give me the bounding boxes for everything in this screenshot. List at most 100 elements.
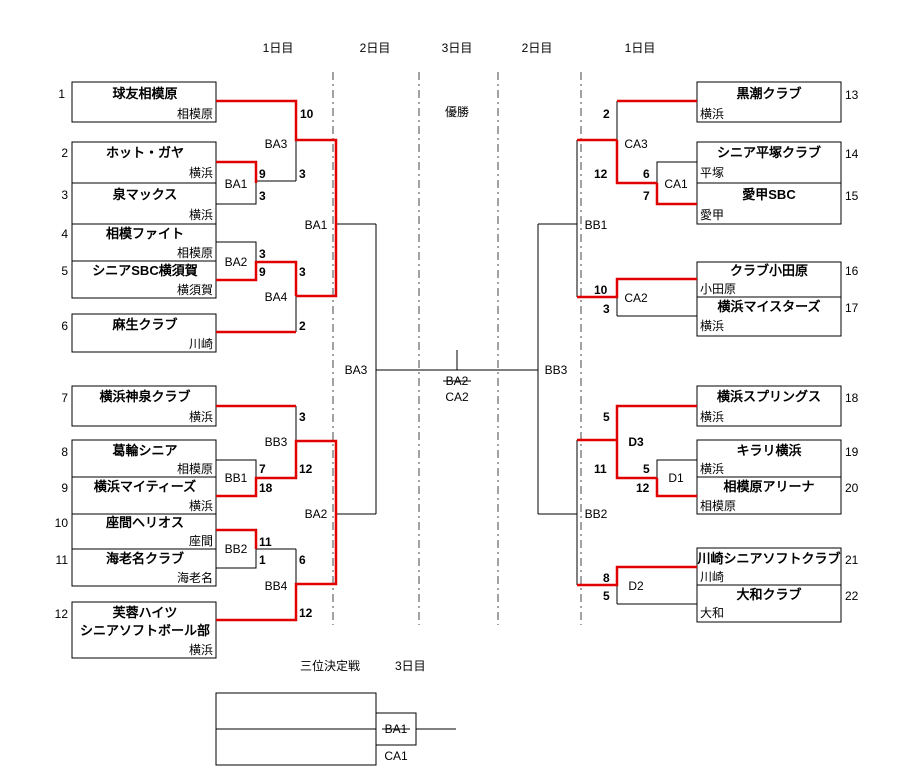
match-label-bb1-semi: BB1 bbox=[585, 218, 608, 232]
match-label-d1: D1 bbox=[668, 471, 684, 485]
score: 10 bbox=[594, 283, 608, 297]
team-loc-19: 横浜 bbox=[700, 462, 724, 476]
match-label-bb4: BB4 bbox=[265, 579, 288, 593]
seed-12: 12 bbox=[55, 607, 69, 621]
winner-path bbox=[216, 99, 338, 298]
seed-16: 16 bbox=[845, 264, 859, 278]
team-name-10: 座間ヘリオス bbox=[105, 515, 184, 530]
team-loc-20: 相模原 bbox=[700, 499, 736, 513]
score: 6 bbox=[643, 167, 650, 181]
team-name-11: 海老名クラブ bbox=[106, 551, 184, 566]
header-day3: 3日目 bbox=[442, 41, 473, 55]
seed-2: 2 bbox=[61, 146, 68, 160]
match-label-ba2-semi: BA2 bbox=[305, 507, 328, 521]
left-match-labels: BA3 BA1 BA2 BA4 BA1 BA3 BB3 BB1 BA2 BB2 … bbox=[225, 137, 368, 593]
seed-1: 1 bbox=[58, 87, 65, 101]
score: 18 bbox=[259, 481, 273, 495]
team-name-4: 相模ファイト bbox=[106, 226, 184, 241]
score: 5 bbox=[603, 410, 610, 424]
score: 2 bbox=[603, 107, 610, 121]
left-scores: 10 9 3 3 3 9 3 2 3 7 12 18 11 1 6 12 bbox=[259, 107, 314, 620]
seed-15: 15 bbox=[845, 189, 859, 203]
right-winner-paths bbox=[577, 99, 697, 587]
score: 5 bbox=[643, 462, 650, 476]
match-label-ca1: CA1 bbox=[664, 177, 688, 191]
match-label-ba2: BA2 bbox=[225, 255, 248, 269]
score: 1 bbox=[259, 553, 266, 567]
right-team-boxes bbox=[696, 81, 842, 623]
team-name-17: 横浜マイスターズ bbox=[718, 299, 821, 314]
team-loc-14: 平塚 bbox=[700, 166, 724, 180]
team-name-6: 麻生クラブ bbox=[111, 317, 177, 332]
team-name-9: 横浜マイティーズ bbox=[94, 479, 196, 494]
third-place-day: 3日目 bbox=[395, 659, 426, 673]
match-label-ba1: BA1 bbox=[225, 177, 248, 191]
team-loc-4: 相模原 bbox=[177, 246, 213, 260]
seed-14: 14 bbox=[845, 147, 859, 161]
winner-path bbox=[216, 260, 298, 296]
seed-17: 17 bbox=[845, 301, 859, 315]
team-name-16: クラブ小田原 bbox=[730, 263, 808, 278]
score: 3 bbox=[299, 265, 306, 279]
score: 9 bbox=[259, 265, 266, 279]
team-loc-12: 横浜 bbox=[189, 643, 213, 657]
winner-path bbox=[216, 160, 258, 183]
winner-path bbox=[216, 439, 338, 622]
seed-21: 21 bbox=[845, 553, 859, 567]
match-label-ba3-final: BA3 bbox=[345, 363, 368, 377]
team-loc-16: 小田原 bbox=[700, 282, 736, 296]
team-loc-15: 愛甲 bbox=[700, 208, 724, 222]
winner-path bbox=[655, 478, 697, 498]
score: 7 bbox=[643, 189, 650, 203]
team-name-19: キラリ横浜 bbox=[736, 443, 801, 458]
score: 3 bbox=[259, 247, 266, 261]
seed-5: 5 bbox=[61, 264, 68, 278]
team-name-14: シニア平塚クラブ bbox=[717, 145, 821, 160]
score: 6 bbox=[299, 553, 306, 567]
match-label-bb2-semi: BB2 bbox=[585, 507, 608, 521]
seed-22: 22 bbox=[845, 589, 859, 603]
score: 5 bbox=[603, 589, 610, 603]
third-place-area: 三位決定戦 3日目 BA1 CA1 bbox=[215, 658, 456, 766]
score: 11 bbox=[594, 462, 607, 476]
match-label-d2: D2 bbox=[628, 579, 644, 593]
team-name-5: シニアSBC横須賀 bbox=[92, 263, 197, 278]
winner-path bbox=[655, 183, 697, 206]
team-name-22: 大和クラブ bbox=[736, 587, 801, 602]
score: 3 bbox=[299, 410, 306, 424]
seed-11: 11 bbox=[56, 553, 69, 567]
team-loc-1: 相模原 bbox=[177, 107, 213, 121]
match-label-bb3: BB3 bbox=[265, 435, 288, 449]
team-loc-6: 川崎 bbox=[189, 337, 213, 351]
left-team-boxes bbox=[71, 81, 217, 659]
team-name-18: 横浜スプリングス bbox=[717, 389, 821, 404]
winner-path bbox=[216, 528, 258, 549]
seed-18: 18 bbox=[845, 391, 859, 405]
match-label-bb3-final: BB3 bbox=[545, 363, 568, 377]
header-day2-right: 2日目 bbox=[522, 41, 553, 55]
final-sub-label: CA2 bbox=[445, 390, 469, 404]
team-name-2: ホット・ガヤ bbox=[106, 145, 184, 160]
seed-19: 19 bbox=[845, 445, 859, 459]
seed-4: 4 bbox=[61, 227, 68, 241]
score: 10 bbox=[300, 107, 314, 121]
score: 12 bbox=[299, 462, 313, 476]
match-label-ba3: BA3 bbox=[265, 137, 288, 151]
match-label-d3: D3 bbox=[628, 435, 644, 449]
team-name-1: 球友相模原 bbox=[112, 86, 177, 101]
score: 12 bbox=[636, 481, 650, 495]
team-name-15: 愛甲SBC bbox=[742, 187, 796, 202]
team-name-3: 泉マックス bbox=[113, 187, 178, 202]
team-name-21: 川崎シニアソフトクラブ bbox=[696, 551, 840, 566]
team-loc-21: 川崎 bbox=[700, 570, 724, 584]
winner-path bbox=[577, 277, 697, 299]
match-label-ca2: CA2 bbox=[624, 291, 648, 305]
match-label-ba4: BA4 bbox=[265, 290, 288, 304]
left-winner-paths bbox=[216, 99, 338, 622]
score: 3 bbox=[603, 302, 610, 316]
team-loc-2: 横浜 bbox=[189, 166, 213, 180]
score: 12 bbox=[594, 167, 608, 181]
team-loc-8: 相模原 bbox=[177, 462, 213, 476]
team-name-20: 相模原アリーナ bbox=[723, 479, 814, 494]
